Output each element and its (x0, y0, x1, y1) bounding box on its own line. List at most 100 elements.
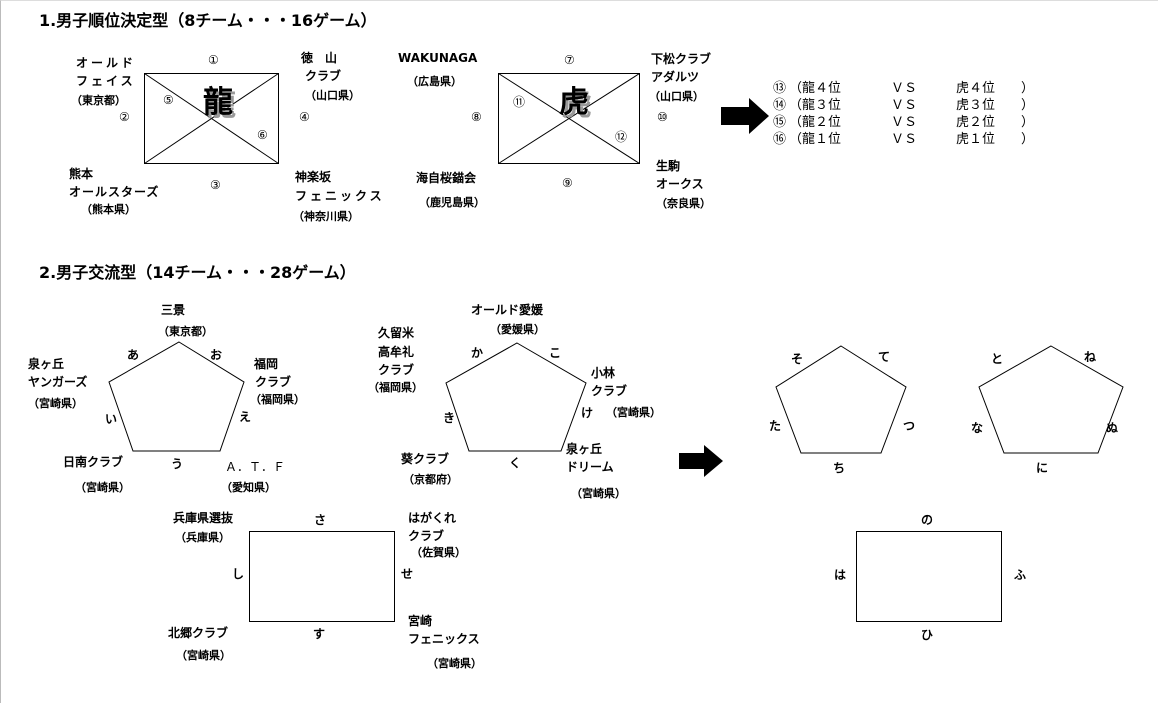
team-name: オールスターズ (69, 185, 160, 199)
game-number: ⑧ (471, 110, 482, 124)
team-name: クラブ (305, 69, 342, 83)
team-name: はがくれ (408, 511, 457, 525)
team-prefecture: （山口県） (649, 90, 704, 103)
section2-title: 2.男子交流型（14チーム・・・28ゲーム） (39, 263, 356, 282)
game-number: ⑫ (615, 130, 628, 144)
rect-a (249, 531, 395, 622)
game-number: ⑮ (773, 115, 787, 130)
team-name: 小林 (591, 366, 616, 380)
dragon-group-box (144, 73, 279, 164)
team-prefecture: （福岡県） (250, 393, 305, 406)
game-number: ⑩ (657, 110, 668, 124)
pentagon-c (775, 345, 907, 454)
team-prefecture: （宮崎県） (176, 649, 231, 662)
game-number: ⑤ (163, 93, 174, 107)
game-label: ぬ (1106, 421, 1119, 435)
team-prefecture: （愛知県） (221, 481, 276, 494)
team-name: 下松クラブ (651, 52, 712, 66)
team-prefecture: （宮崎県） (427, 657, 482, 670)
game-label: せ (401, 567, 414, 581)
team-name: Ａ．Ｔ．Ｆ (225, 460, 286, 474)
game-label: ち (833, 461, 846, 475)
team-prefecture: （宮崎県） (571, 487, 626, 500)
dragon-symbol: 龍 (203, 85, 233, 120)
team-name: クラブ (408, 529, 445, 543)
game-label: な (971, 421, 984, 435)
team-prefecture: （京都府） (403, 473, 458, 486)
dragon-rank: （龍２位 (789, 115, 842, 130)
game-number: ① (208, 53, 219, 67)
team-name: 熊本 (69, 167, 94, 181)
team-prefecture: （兵庫県） (175, 531, 230, 544)
team-prefecture: （山口県） (305, 89, 360, 102)
game-number: ⑦ (564, 53, 575, 67)
rect-b (856, 531, 1002, 622)
team-prefecture: （宮崎県） (28, 397, 83, 410)
game-number: ⑬ (773, 81, 787, 96)
game-label: お (210, 348, 223, 362)
team-name: 泉ヶ丘 (566, 442, 603, 456)
game-label: い (105, 412, 118, 426)
team-name: 徳 山 (301, 51, 338, 65)
section1-title: 1.男子順位決定型（8チーム・・・16ゲーム） (39, 11, 377, 30)
team-name: WAKUNAGA (398, 51, 478, 65)
team-name: フェニックス (408, 632, 480, 646)
tiger-group-box (498, 73, 640, 164)
dragon-rank: （龍４位 (789, 81, 842, 96)
game-number: ③ (210, 178, 221, 192)
game-label: か (471, 346, 484, 360)
team-name: 海自桜錨会 (416, 171, 477, 185)
game-number: ② (119, 110, 130, 124)
team-name: 宮崎 (408, 614, 433, 628)
game-number: ⑥ (257, 128, 268, 142)
team-name: 生駒 (656, 159, 681, 173)
game-label: ひ (921, 628, 934, 642)
team-name: アダルツ (651, 70, 700, 84)
vs-label: ＶＳ (891, 115, 918, 130)
vs-label: ＶＳ (891, 132, 918, 147)
pentagon-d (978, 345, 1124, 454)
game-number: ⑯ (773, 132, 787, 147)
game-label: し (232, 567, 245, 581)
game-label: た (769, 419, 782, 433)
team-prefecture: （広島県） (407, 75, 462, 88)
team-name: 兵庫県選抜 (173, 511, 234, 525)
team-name: クラブ (378, 363, 415, 377)
team-name: 福岡 (254, 357, 279, 371)
pentagon-a (108, 341, 245, 452)
tiger-rank: 虎２位 (956, 115, 996, 130)
team-name: オークス (656, 177, 704, 191)
game-label: あ (127, 348, 140, 362)
game-label: う (171, 457, 184, 471)
game-label: は (834, 568, 847, 582)
vs-label: ＶＳ (891, 98, 918, 113)
team-prefecture: （奈良県） (656, 197, 711, 210)
game-label: く (509, 456, 522, 470)
close-paren: ） (1021, 115, 1035, 130)
tiger-rank: 虎１位 (956, 132, 996, 147)
team-name: クラブ (591, 384, 628, 398)
team-prefecture: （佐賀県） (411, 546, 466, 559)
team-name: 日南クラブ (63, 455, 124, 469)
team-prefecture: （宮崎県） (606, 406, 661, 419)
team-name: オールド (76, 56, 137, 70)
game-label: け (581, 406, 594, 420)
team-prefecture: （神奈川県） (293, 210, 359, 223)
team-name: 三景 (161, 303, 186, 317)
game-label: ね (1084, 350, 1097, 364)
arrow-icon (679, 445, 723, 477)
team-prefecture: （愛媛県） (490, 323, 545, 336)
game-number: ⑭ (773, 98, 787, 113)
game-label: こ (549, 346, 562, 360)
game-number: ④ (299, 110, 310, 124)
team-name: ドリーム (566, 460, 614, 474)
game-label: に (1036, 461, 1049, 475)
game-label: て (878, 350, 891, 364)
game-label: す (313, 627, 326, 641)
team-prefecture: （熊本県） (81, 203, 136, 216)
team-prefecture: （東京都） (71, 94, 126, 107)
team-prefecture: （福岡県） (368, 381, 423, 394)
tiger-symbol: 虎 (559, 85, 589, 120)
game-label: の (921, 513, 934, 527)
